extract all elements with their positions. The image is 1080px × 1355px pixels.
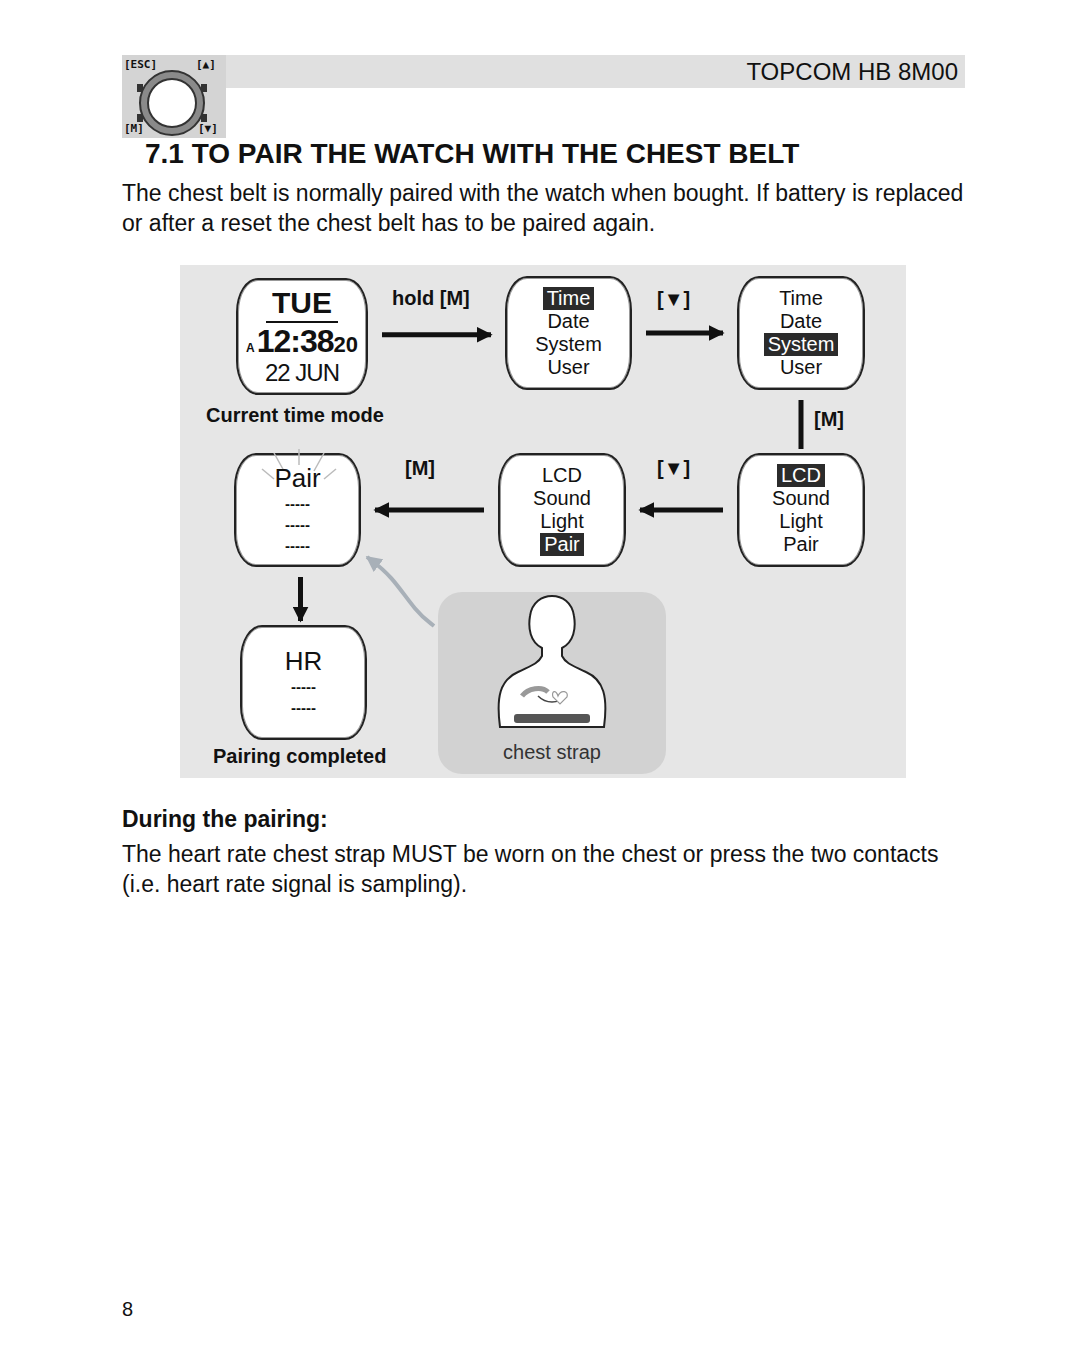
screen-text: ----- bbox=[291, 676, 316, 697]
diagram-panel bbox=[180, 265, 906, 778]
screen-text: TUE bbox=[266, 286, 338, 323]
person-figure bbox=[438, 592, 662, 737]
screen-text: A bbox=[246, 342, 255, 356]
step-arrow bbox=[646, 331, 723, 336]
screen-text: Pair bbox=[540, 533, 584, 556]
text-row: HR bbox=[285, 647, 323, 677]
screen-text: Sound bbox=[772, 487, 830, 510]
screen-text: Pair bbox=[783, 533, 819, 556]
screen-text: ----- bbox=[291, 697, 316, 718]
intro-paragraph: The chest belt is normally paired with t… bbox=[122, 178, 972, 238]
button-label: [▲] bbox=[196, 58, 216, 71]
step-arrow bbox=[382, 332, 491, 337]
screen-text: 12:38 bbox=[257, 323, 334, 360]
panel-caption: chest strap bbox=[503, 741, 601, 764]
text-row: ----- bbox=[285, 535, 310, 556]
chest-strap-panel: chest strap bbox=[438, 592, 666, 774]
step-arrow bbox=[375, 508, 484, 513]
screen-text: LCD bbox=[542, 464, 582, 487]
screen-text: Pair bbox=[274, 464, 320, 494]
text-row: LCD bbox=[777, 464, 825, 487]
text-row: User bbox=[547, 356, 589, 379]
screen-text: LCD bbox=[777, 464, 825, 487]
screen-caption: Current time mode bbox=[206, 404, 384, 427]
step-arrow bbox=[640, 508, 723, 513]
screen-text: User bbox=[547, 356, 589, 379]
key-label: hold [M] bbox=[390, 287, 472, 310]
text-row: Sound bbox=[772, 487, 830, 510]
key-label: [▼] bbox=[655, 288, 692, 311]
step-arrow bbox=[799, 400, 804, 449]
text-row: Pair bbox=[783, 533, 819, 556]
text-row: Pair bbox=[274, 464, 320, 494]
text-row: A12:3820 bbox=[246, 323, 358, 360]
watch-icon bbox=[137, 71, 207, 135]
screen-text: Date bbox=[547, 310, 589, 333]
screen-text: ----- bbox=[285, 514, 310, 535]
button-label: [▼] bbox=[198, 122, 218, 135]
pair-screen: Pair--------------- bbox=[234, 453, 361, 567]
strap-band bbox=[514, 714, 590, 723]
screen-text: Time bbox=[543, 287, 595, 310]
screen-text: User bbox=[780, 356, 822, 379]
screen-caption: Pairing completed bbox=[213, 745, 386, 768]
key-label: [▼] bbox=[655, 457, 692, 480]
sub-heading: During the pairing: bbox=[122, 806, 328, 833]
screen-text: Sound bbox=[533, 487, 591, 510]
screen-text: 20 bbox=[334, 332, 358, 357]
watch-screen: TUEA12:382022 JUN bbox=[236, 278, 368, 395]
text-row: Date bbox=[780, 310, 822, 333]
text-row: ----- bbox=[291, 697, 316, 718]
ray bbox=[262, 469, 274, 479]
screen-text: HR bbox=[285, 647, 323, 677]
text-row: User bbox=[780, 356, 822, 379]
step-arrow bbox=[298, 577, 303, 621]
ray bbox=[324, 469, 336, 479]
screen-text: 22 JUN bbox=[265, 359, 339, 387]
menu-screen: TimeDateSystemUser bbox=[737, 276, 865, 390]
text-row: Light bbox=[779, 510, 822, 533]
screen-text: System bbox=[535, 333, 602, 356]
screen-text: ----- bbox=[285, 535, 310, 556]
text-row: Pair bbox=[540, 533, 584, 556]
screen-text: Time bbox=[779, 287, 823, 310]
watch-icon-panel bbox=[122, 55, 226, 138]
button-label: [ESC] bbox=[124, 58, 157, 71]
text-row: TUE bbox=[266, 286, 338, 323]
page-number: 8 bbox=[122, 1298, 133, 1321]
note-paragraph: The heart rate chest strap MUST be worn … bbox=[122, 839, 972, 899]
menu-screen: LCDSoundLightPair bbox=[498, 453, 626, 567]
torso-outline bbox=[499, 596, 606, 727]
menu-screen: LCDSoundLightPair bbox=[737, 453, 865, 567]
screen-text: System bbox=[764, 333, 839, 356]
header-bar bbox=[225, 55, 965, 88]
text-row: System bbox=[535, 333, 602, 356]
text-row: System bbox=[764, 333, 839, 356]
text-row: ----- bbox=[285, 493, 310, 514]
text-row: ----- bbox=[285, 514, 310, 535]
screen-text: Date bbox=[780, 310, 822, 333]
button-label: [M] bbox=[124, 122, 144, 135]
result-screen: HR---------- bbox=[240, 625, 367, 740]
strap-arrow bbox=[522, 689, 548, 696]
text-row: chest strap bbox=[503, 741, 601, 764]
heart-symbol bbox=[553, 692, 568, 704]
screen-text: ----- bbox=[285, 493, 310, 514]
key-label: [M] bbox=[812, 408, 846, 431]
model-name: TOPCOM HB 8M00 bbox=[640, 58, 958, 86]
text-row: 22 JUN bbox=[265, 359, 339, 387]
screen-text: Light bbox=[779, 510, 822, 533]
screen-text: Light bbox=[540, 510, 583, 533]
signal-arrow bbox=[367, 557, 434, 626]
text-row: Light bbox=[540, 510, 583, 533]
text-row: ----- bbox=[291, 676, 316, 697]
text-row: LCD bbox=[542, 464, 582, 487]
menu-screen: TimeDateSystemUser bbox=[505, 276, 632, 390]
text-row: Time bbox=[779, 287, 823, 310]
key-label: [M] bbox=[403, 457, 437, 480]
text-row: Date bbox=[547, 310, 589, 333]
text-row: Time bbox=[543, 287, 595, 310]
text-row: Sound bbox=[533, 487, 591, 510]
section-title: 7.1 TO PAIR THE WATCH WITH THE CHEST BEL… bbox=[145, 138, 799, 170]
